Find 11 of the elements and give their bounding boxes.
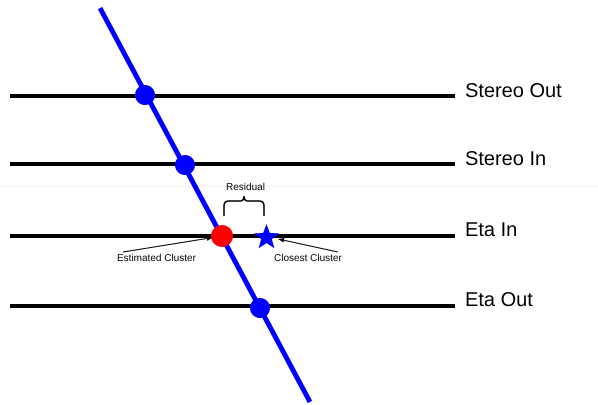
residual-label: Residual bbox=[226, 182, 265, 193]
estimated-cluster-marker bbox=[211, 225, 233, 247]
cluster-label: Estimated Cluster bbox=[117, 252, 196, 266]
leader-line bbox=[278, 238, 338, 252]
leader-line bbox=[122, 236, 213, 252]
cluster-label: Closest Cluster bbox=[274, 252, 342, 266]
layer-label: Stereo In bbox=[465, 148, 546, 171]
layer-label: Eta Out bbox=[465, 289, 533, 312]
layer-label: Stereo Out bbox=[465, 80, 562, 103]
layer-label: Eta In bbox=[465, 219, 518, 242]
closest-cluster-marker bbox=[253, 223, 280, 250]
